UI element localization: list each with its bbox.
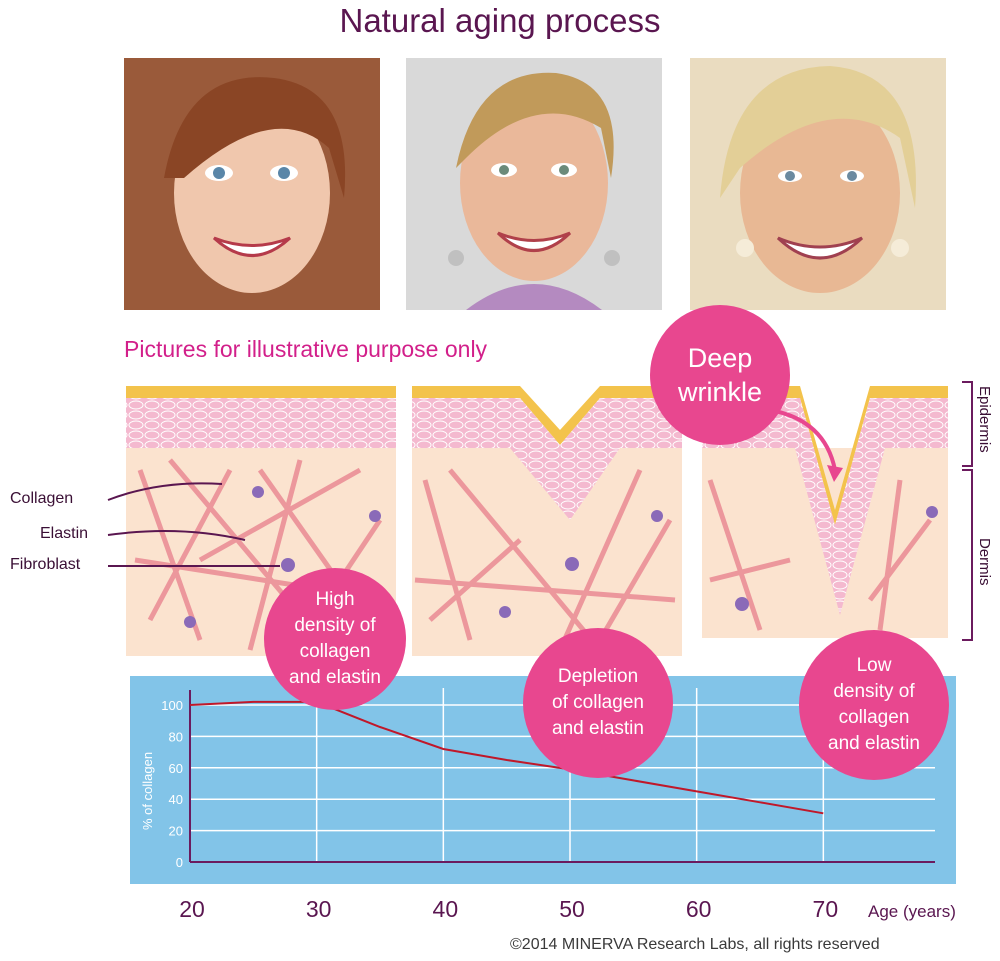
copyright-notice: ©2014 MINERVA Research Labs, all rights … <box>510 936 880 953</box>
low-density-bubble: Low density of collagen and elastin <box>799 630 949 780</box>
skin-panel-middle <box>412 386 682 656</box>
x-axis-label: Age (years) <box>868 902 956 921</box>
x-tick-label: 50 <box>559 896 585 922</box>
high-density-bubble: High density of collagen and elastin <box>264 568 406 710</box>
portrait-older <box>690 58 946 310</box>
skin-panel-older <box>702 386 948 638</box>
x-tick-label: 20 <box>179 896 205 922</box>
page-title: Natural aging process <box>339 2 661 39</box>
elastin-label: Elastin <box>40 525 89 542</box>
x-tick-label: 30 <box>305 896 332 922</box>
x-tick-label: 40 <box>432 896 459 922</box>
deep-wrinkle-bubble: Deep wrinkle <box>650 305 790 445</box>
x-tick-label: 70 <box>812 896 839 922</box>
collagen-label: Collagen <box>10 490 74 507</box>
x-tick-label: 60 <box>685 896 712 922</box>
illustrative-disclaimer: Pictures for illustrative purpose only <box>124 336 488 362</box>
fibroblast-label: Fibroblast <box>10 556 81 573</box>
portrait-middle-aged <box>406 58 662 310</box>
portrait-young <box>124 58 380 310</box>
depletion-bubble: Depletion of collagen and elastin <box>523 628 673 778</box>
